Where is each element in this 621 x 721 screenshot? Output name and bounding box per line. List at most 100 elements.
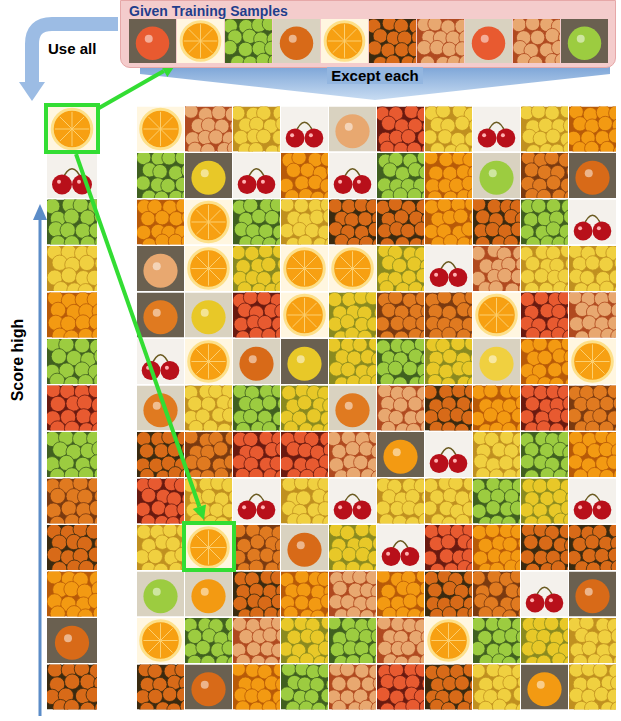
fruit xyxy=(141,488,155,502)
photo-ground xyxy=(137,107,184,152)
orange-segment xyxy=(160,129,161,146)
fruit-photo xyxy=(329,479,376,524)
orange-segment xyxy=(592,344,593,361)
fruit xyxy=(609,642,621,656)
fruit xyxy=(607,455,621,469)
cherry xyxy=(574,222,593,241)
photo-ground xyxy=(473,339,520,384)
fruit xyxy=(406,699,420,713)
fruit xyxy=(485,523,499,537)
orange-segment xyxy=(143,129,160,130)
fruit xyxy=(262,701,276,715)
fruit xyxy=(614,256,621,270)
orange-segment xyxy=(497,315,514,316)
fruit-photo xyxy=(473,293,520,338)
fruit xyxy=(136,176,150,190)
fruit xyxy=(525,256,539,270)
orange-segment xyxy=(60,129,72,141)
photo-ground xyxy=(473,107,520,152)
fruit xyxy=(355,522,369,536)
fruit xyxy=(256,129,270,143)
photo-ground xyxy=(137,293,184,338)
fruit xyxy=(538,536,552,550)
fruit xyxy=(382,303,396,317)
fruit xyxy=(608,548,621,562)
fruit-photo xyxy=(566,105,621,160)
orange-segment xyxy=(352,269,353,286)
fruit xyxy=(282,386,296,400)
fruit xyxy=(401,641,415,655)
orange-segment xyxy=(161,641,173,653)
fruit xyxy=(424,150,438,164)
orange-segment xyxy=(160,623,161,640)
fruit xyxy=(300,163,314,177)
fruit xyxy=(188,397,202,411)
fruit xyxy=(388,361,402,375)
fruit xyxy=(140,702,154,716)
orange-segment xyxy=(72,112,73,129)
fruit xyxy=(454,209,468,223)
orange-half xyxy=(285,249,325,289)
photo-ground xyxy=(233,479,280,524)
orange-half xyxy=(141,109,181,149)
cherry-shine xyxy=(578,505,582,509)
orange-segment xyxy=(191,361,208,362)
fruit-shine xyxy=(249,355,257,363)
fruit xyxy=(286,163,300,177)
fruit xyxy=(162,151,176,165)
fruit xyxy=(408,397,422,411)
fruit xyxy=(239,347,273,381)
fruit-photo xyxy=(425,246,472,291)
fruit xyxy=(201,489,215,503)
fruit xyxy=(598,302,612,316)
orange-segment xyxy=(575,361,592,362)
orange-segment xyxy=(208,251,209,268)
fruit-photo xyxy=(569,339,616,384)
fruit xyxy=(484,384,498,398)
fruit xyxy=(340,662,354,676)
orange-segment xyxy=(305,256,317,268)
fruit xyxy=(520,550,534,564)
fruit xyxy=(280,617,294,631)
fruit xyxy=(265,210,279,224)
orange-segment xyxy=(148,129,160,141)
fruit xyxy=(295,176,309,190)
fruit xyxy=(531,104,545,118)
fruit xyxy=(441,535,455,549)
fruit-shine xyxy=(489,169,497,177)
fruit-shine xyxy=(153,262,161,270)
photo-ground xyxy=(185,200,232,245)
fruit-photo xyxy=(185,200,232,245)
fruit xyxy=(585,535,599,549)
fruit xyxy=(191,161,225,195)
orange-segment xyxy=(208,269,209,286)
fruit xyxy=(439,549,453,563)
fruit xyxy=(297,396,311,410)
fruit-photo xyxy=(568,429,621,484)
fruit xyxy=(479,161,513,195)
fruit xyxy=(451,336,465,350)
fruit-photo xyxy=(185,339,232,384)
orange-half xyxy=(573,342,613,382)
fruit-shine xyxy=(201,309,209,317)
photo-ground xyxy=(425,618,472,663)
fruit xyxy=(75,315,90,330)
fruit xyxy=(500,430,514,444)
fruit xyxy=(520,454,534,468)
fruit xyxy=(471,246,485,260)
orange-segment xyxy=(353,268,370,269)
fruit-shine xyxy=(297,541,305,549)
photo-ground xyxy=(281,246,328,291)
fruit xyxy=(489,582,503,596)
cherry-shine xyxy=(501,133,505,137)
fruit-photo xyxy=(569,200,616,245)
photo-ground xyxy=(137,618,184,663)
fruit xyxy=(443,349,457,363)
fruit xyxy=(88,477,103,492)
cherry-shine xyxy=(434,459,438,463)
fruit xyxy=(483,408,497,422)
cherry-shine xyxy=(338,180,342,184)
cherry xyxy=(161,361,180,380)
fruit xyxy=(355,664,369,678)
